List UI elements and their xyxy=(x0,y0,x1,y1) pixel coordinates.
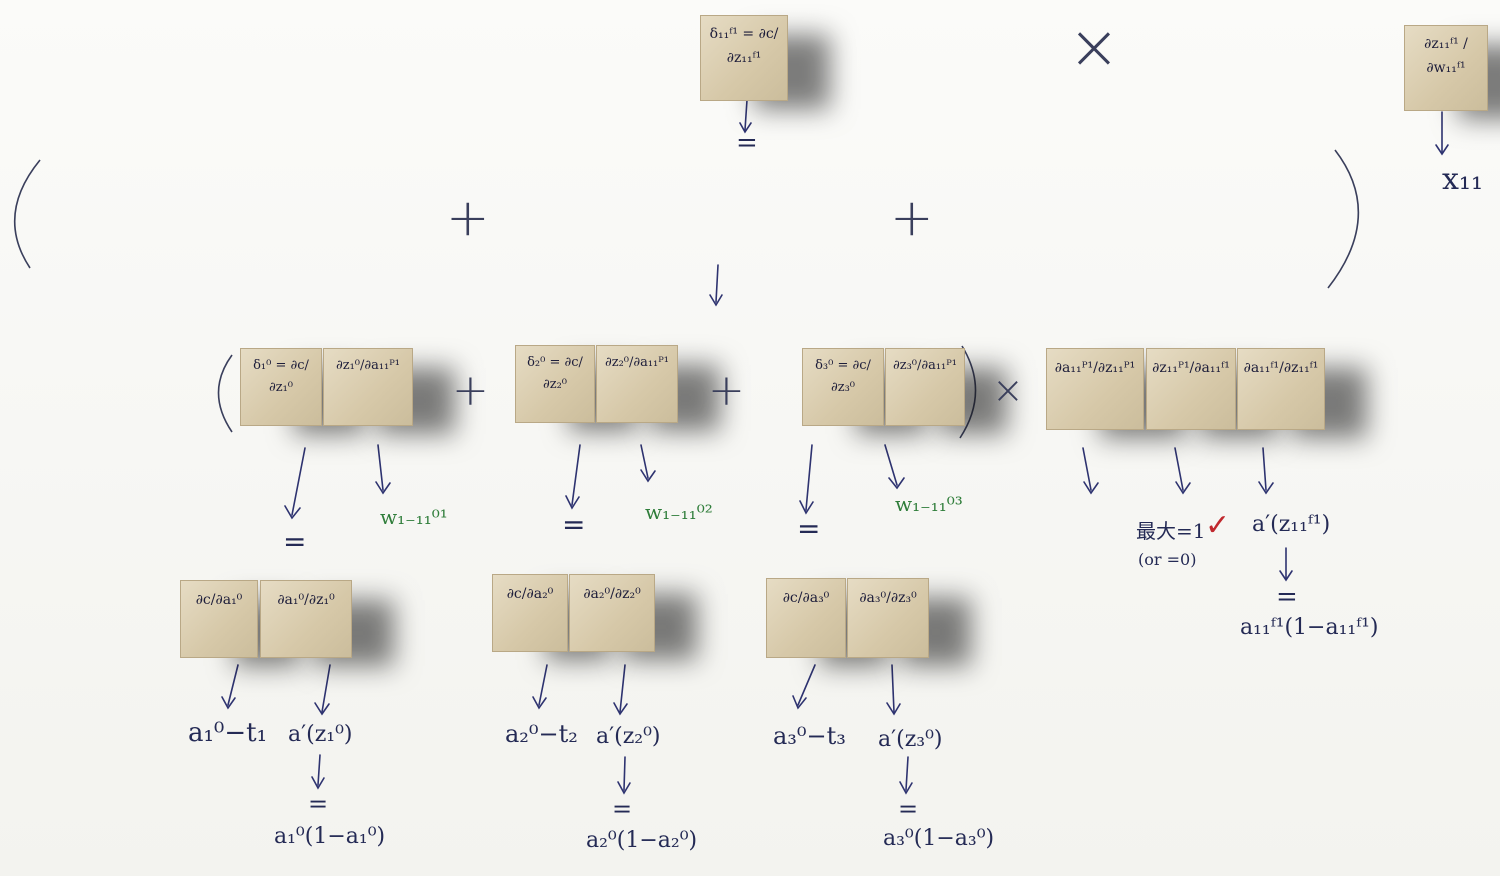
eq-1: = xyxy=(283,525,307,558)
max-note-alt: (or =0) xyxy=(1138,550,1197,569)
b1-da-block: ∂a₁⁰/∂z₁⁰ xyxy=(260,580,352,658)
eq-3: = xyxy=(797,512,821,545)
term1-dz-block: ∂z₁⁰/∂a₁₁ᴾ¹ xyxy=(323,348,413,426)
b3-dc-label: ∂c/∂a₃⁰ xyxy=(782,590,830,606)
sigmoid-eq: = xyxy=(1276,582,1298,612)
b1-dc-block: ∂c/∂a₁⁰ xyxy=(180,580,258,658)
term3-dz-label: ∂z₃⁰/∂a₁₁ᴾ¹ xyxy=(893,358,957,373)
r1-eq: = xyxy=(308,790,329,818)
eq-2: = xyxy=(562,508,586,541)
r1-b: a′(z₁⁰) xyxy=(288,722,353,747)
x11-result: x₁₁ xyxy=(1442,162,1483,197)
term2-dz-label: ∂z₂⁰/∂a₁₁ᴾ¹ xyxy=(605,355,669,370)
dz-dw-block: ∂z₁₁ᶠ¹ / ∂w₁₁ᶠ¹ xyxy=(1404,25,1488,111)
r2-c: a₂⁰(1−a₂⁰) xyxy=(586,828,698,853)
r3-a: a₃⁰−t₃ xyxy=(773,722,846,750)
chain3-block: ∂a₁₁ᶠ¹/∂z₁₁ᶠ¹ xyxy=(1237,348,1325,430)
weight-2: w₁₋₁₁⁰² xyxy=(645,500,713,524)
b2-da-label: ∂a₂⁰/∂z₂⁰ xyxy=(583,586,641,602)
term3-delta-block: δ₃⁰ = ∂c/∂z₃⁰ xyxy=(802,348,884,426)
delta-f1-label: δ₁₁ᶠ¹ = ∂c/∂z₁₁ᶠ¹ xyxy=(709,26,779,66)
b2-dc-label: ∂c/∂a₂⁰ xyxy=(506,586,554,602)
weight-3: w₁₋₁₁⁰³ xyxy=(895,492,963,516)
top-times: × xyxy=(1068,10,1120,83)
term1-dz-label: ∂z₁⁰/∂a₁₁ᴾ¹ xyxy=(336,358,400,373)
sigmoid-expr: a′(z₁₁ᶠ¹) xyxy=(1252,512,1331,537)
delta-f1-block: δ₁₁ᶠ¹ = ∂c/∂z₁₁ᶠ¹ xyxy=(700,15,788,101)
term2-delta-block: δ₂⁰ = ∂c/∂z₂⁰ xyxy=(515,345,595,423)
b3-da-label: ∂a₃⁰/∂z₃⁰ xyxy=(859,590,917,606)
b3-dc-block: ∂c/∂a₃⁰ xyxy=(766,578,846,658)
plus-right: + xyxy=(890,188,934,248)
chain1-block: ∂a₁₁ᴾ¹/∂z₁₁ᴾ¹ xyxy=(1046,348,1144,430)
row-times: × xyxy=(992,368,1024,412)
b1-dc-label: ∂c/∂a₁⁰ xyxy=(195,592,243,608)
plus-left: + xyxy=(446,188,490,248)
chain3-label: ∂a₁₁ᶠ¹/∂z₁₁ᶠ¹ xyxy=(1243,360,1319,376)
term2-dz-block: ∂z₂⁰/∂a₁₁ᴾ¹ xyxy=(596,345,678,423)
r1-c: a₁⁰(1−a₁⁰) xyxy=(274,824,386,849)
r3-eq: = xyxy=(898,795,919,823)
b2-dc-block: ∂c/∂a₂⁰ xyxy=(492,574,568,652)
max-note: 最大=1 xyxy=(1136,519,1206,543)
b2-da-block: ∂a₂⁰/∂z₂⁰ xyxy=(569,574,655,652)
chain2-label: ∂z₁₁ᴾ¹/∂a₁₁ᶠ¹ xyxy=(1152,360,1230,376)
r2-b: a′(z₂⁰) xyxy=(596,724,661,749)
weight-1: w₁₋₁₁⁰¹ xyxy=(380,505,448,529)
b1-da-label: ∂a₁⁰/∂z₁⁰ xyxy=(277,592,335,608)
row-plus-2: + xyxy=(708,365,745,416)
chain1-label: ∂a₁₁ᴾ¹/∂z₁₁ᴾ¹ xyxy=(1054,360,1136,376)
r2-a: a₂⁰−t₂ xyxy=(505,720,578,748)
r1-a: a₁⁰−t₁ xyxy=(188,718,268,748)
term2-delta-label: δ₂⁰ = ∂c/∂z₂⁰ xyxy=(527,355,583,392)
r3-c: a₃⁰(1−a₃⁰) xyxy=(883,826,995,851)
check-icon: ✓ xyxy=(1205,508,1231,543)
top-equals: = xyxy=(736,128,758,158)
sigmoid-result: a₁₁ᶠ¹(1−a₁₁ᶠ¹) xyxy=(1240,615,1379,640)
term1-delta-block: δ₁⁰ = ∂c/∂z₁⁰ xyxy=(240,348,322,426)
dz-dw-label: ∂z₁₁ᶠ¹ / ∂w₁₁ᶠ¹ xyxy=(1424,36,1468,76)
b3-da-block: ∂a₃⁰/∂z₃⁰ xyxy=(847,578,929,658)
chain2-block: ∂z₁₁ᴾ¹/∂a₁₁ᶠ¹ xyxy=(1146,348,1236,430)
term3-dz-block: ∂z₃⁰/∂a₁₁ᴾ¹ xyxy=(885,348,965,426)
r3-b: a′(z₃⁰) xyxy=(878,727,943,752)
term1-delta-label: δ₁⁰ = ∂c/∂z₁⁰ xyxy=(253,358,309,395)
r2-eq: = xyxy=(612,795,633,823)
term3-delta-label: δ₃⁰ = ∂c/∂z₃⁰ xyxy=(815,358,871,395)
row-plus-1: + xyxy=(452,365,489,416)
